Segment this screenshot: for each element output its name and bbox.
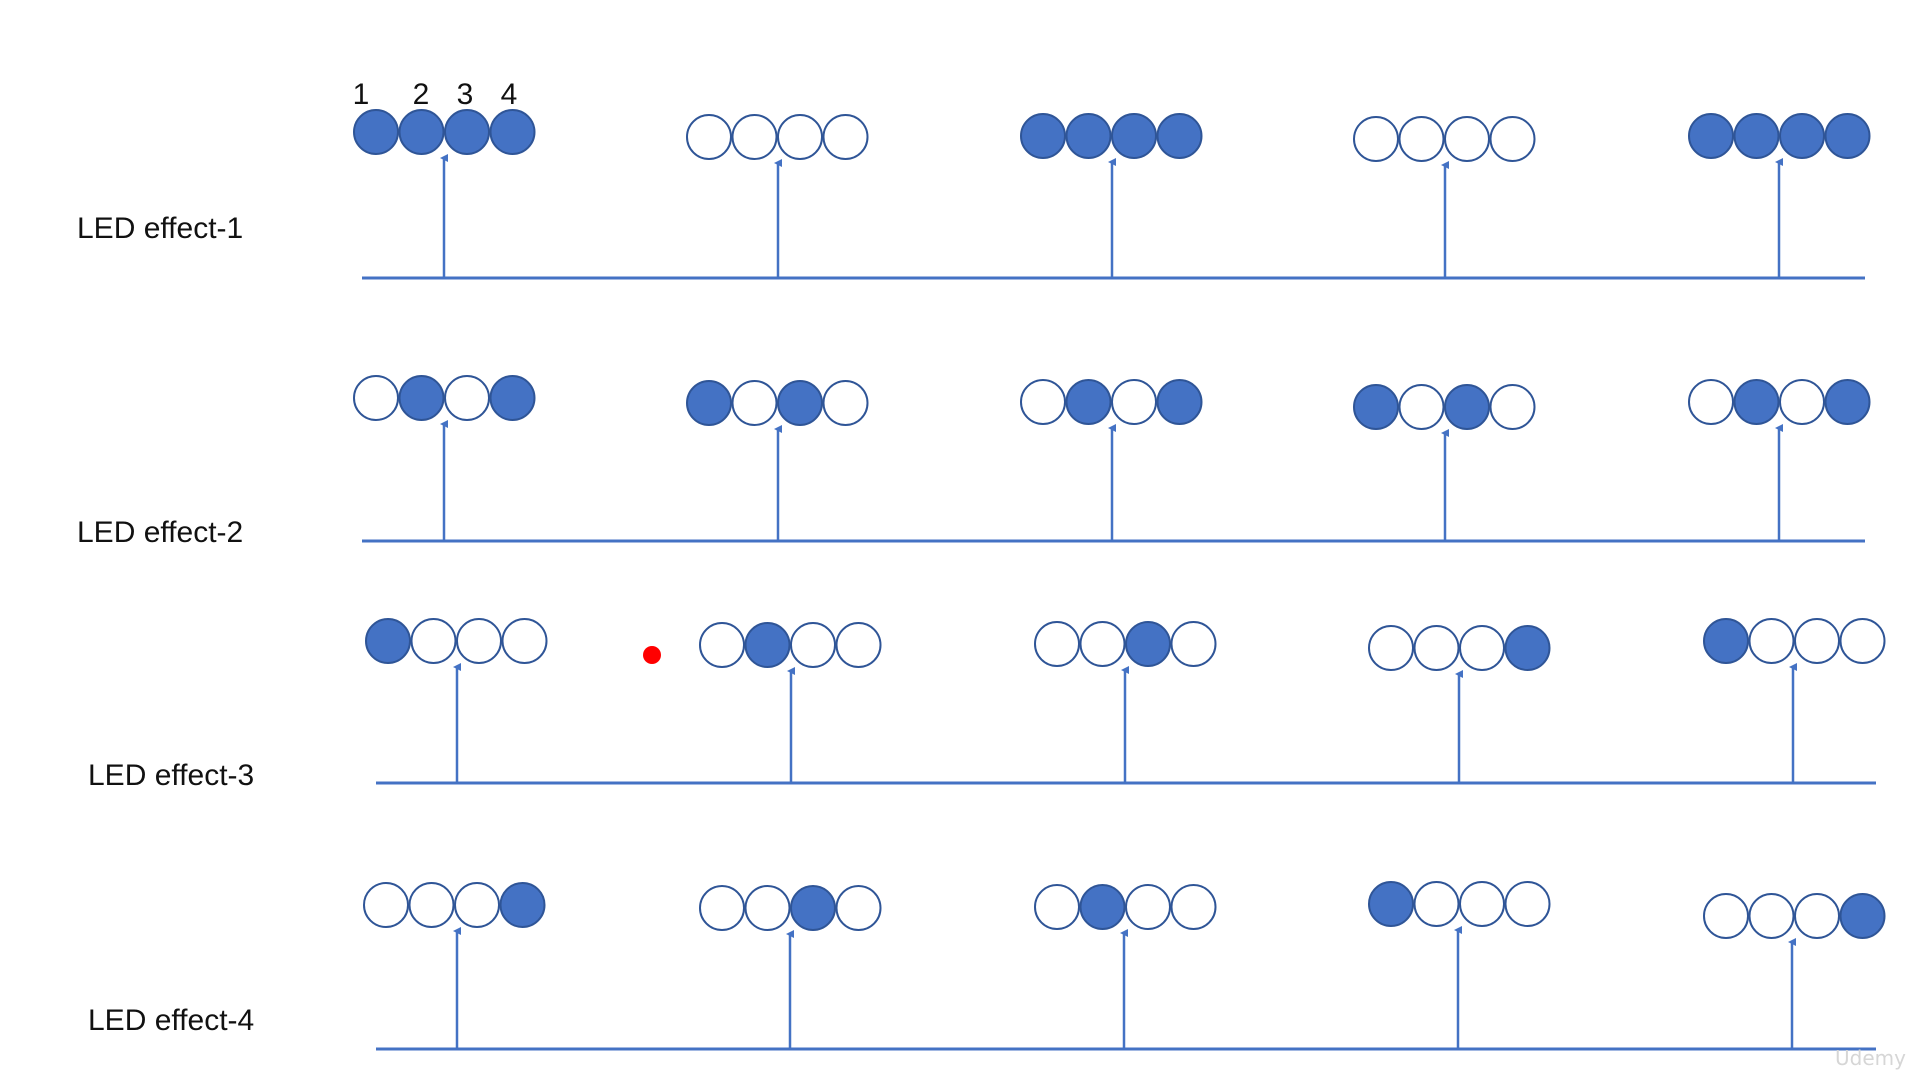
led-on-icon [744,622,791,668]
led-off-icon [1703,893,1749,939]
led-off-icon [1779,379,1825,425]
udemy-watermark: Udemy [1835,1046,1906,1070]
led-on-icon [365,618,411,664]
led-on-icon [489,375,536,421]
led-off-icon [731,380,778,426]
row-label-effect-4: LED effect-4 [88,1004,254,1037]
led-off-icon [1413,625,1460,671]
led-off-icon [731,114,778,160]
led-on-icon [1079,884,1126,930]
led-off-icon [444,375,490,421]
led-off-icon [699,622,745,668]
led-off-icon [1398,116,1445,162]
pointer-dot [643,646,661,664]
led-on-icon [1824,379,1871,425]
led-on-icon [1688,113,1734,159]
led-off-icon [1444,116,1490,162]
led-number-1: 1 [353,78,370,111]
led-off-icon [1125,884,1171,930]
led-on-icon [1125,621,1171,667]
led-off-icon [1079,621,1126,667]
led-off-icon [454,882,500,928]
led-off-icon [1398,384,1445,430]
led-on-icon [1156,113,1203,159]
led-off-icon [1020,379,1066,425]
led-on-icon [1111,113,1157,159]
led-off-icon [1170,884,1217,930]
led-off-icon [1839,618,1886,664]
led-off-icon [408,882,455,928]
led-off-icon [1748,618,1795,664]
led-on-icon [444,109,490,155]
led-on-icon [777,380,823,426]
led-on-icon [1504,625,1551,671]
led-off-icon [1489,116,1536,162]
led-on-icon [1779,113,1825,159]
led-on-icon [1733,113,1780,159]
led-off-icon [1459,881,1505,927]
led-on-icon [686,380,732,426]
led-on-icon [398,375,445,421]
led-off-icon [1748,893,1795,939]
row-label-effect-2: LED effect-2 [77,516,243,549]
led-off-icon [790,622,836,668]
led-off-icon [363,882,409,928]
row-label-effect-3: LED effect-3 [88,759,254,792]
led-off-icon [501,618,548,664]
led-on-icon [1020,113,1066,159]
led-on-icon [1444,384,1490,430]
led-off-icon [1504,881,1551,927]
led-off-icon [835,622,882,668]
led-off-icon [456,618,502,664]
led-off-icon [1688,379,1734,425]
led-number-3: 3 [457,78,474,111]
led-off-icon [1413,881,1460,927]
timelines-layer [353,109,1886,1051]
led-off-icon [686,114,732,160]
led-on-icon [1065,113,1112,159]
led-off-icon [410,618,457,664]
led-off-icon [1794,618,1840,664]
led-off-icon [1353,116,1399,162]
led-on-icon [353,109,399,155]
led-off-icon [744,885,791,931]
led-off-icon [1170,621,1217,667]
led-off-icon [699,885,745,931]
led-number-4: 4 [501,78,518,111]
led-off-icon [777,114,823,160]
led-on-icon [499,882,546,928]
led-on-icon [1368,881,1414,927]
led-on-icon [1065,379,1112,425]
led-off-icon [1034,621,1080,667]
led-off-icon [353,375,399,421]
led-on-icon [1353,384,1399,430]
led-off-icon [835,885,882,931]
led-on-icon [1839,893,1886,939]
led-off-icon [1111,379,1157,425]
led-off-icon [822,380,869,426]
led-off-icon [1368,625,1414,671]
led-off-icon [1459,625,1505,671]
led-on-icon [1156,379,1203,425]
led-on-icon [790,885,836,931]
led-off-icon [822,114,869,160]
led-off-icon [1794,893,1840,939]
led-on-icon [1733,379,1780,425]
row-label-effect-1: LED effect-1 [77,212,243,245]
led-on-icon [1824,113,1871,159]
led-on-icon [489,109,536,155]
led-on-icon [1703,618,1749,664]
led-number-2: 2 [413,78,430,111]
led-off-icon [1489,384,1536,430]
led-off-icon [1034,884,1080,930]
led-on-icon [398,109,445,155]
